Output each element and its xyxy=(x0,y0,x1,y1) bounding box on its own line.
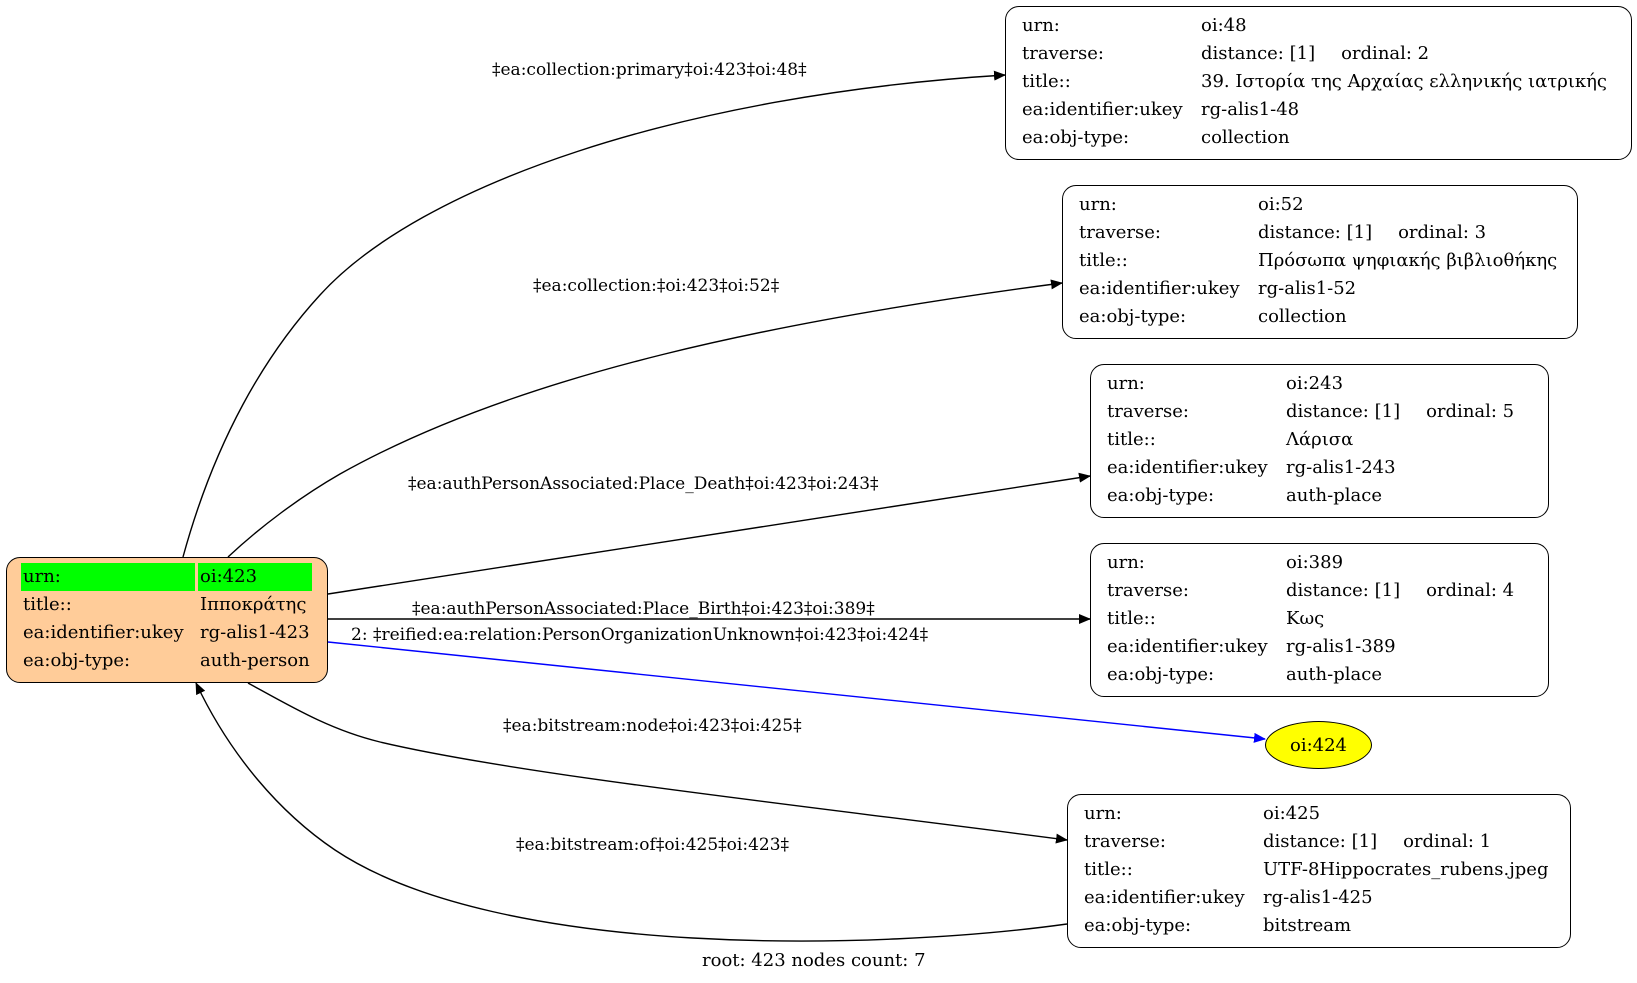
ukey-key: ea:identifier:ukey xyxy=(1084,887,1245,908)
distance-value: distance: [1] xyxy=(1286,401,1401,422)
traverse-key: traverse: xyxy=(1107,580,1189,601)
urn-key: urn: xyxy=(1084,803,1122,824)
root-title-value: Ιπποκράτης xyxy=(200,594,307,615)
ordinal-value: ordinal: 1 xyxy=(1403,831,1492,852)
distance-value: distance: [1] xyxy=(1201,43,1316,64)
type-key: ea:obj-type: xyxy=(1022,127,1130,148)
root-title-key: title:: xyxy=(23,594,72,615)
ordinal-value: ordinal: 5 xyxy=(1426,401,1515,422)
node-oi-425[interactable]: urn: oi:425 traverse: distance: [1] ordinal… xyxy=(1067,794,1571,948)
edge-collection[interactable] xyxy=(227,279,1063,558)
urn-value: oi:389 xyxy=(1286,552,1344,573)
title-key: title:: xyxy=(1084,859,1133,880)
root-type-value: auth-person xyxy=(200,650,310,671)
title-key: title:: xyxy=(1079,250,1128,271)
ordinal-value: ordinal: 3 xyxy=(1398,222,1487,243)
title-value: UTF-8Hippocrates_rubens.jpeg xyxy=(1263,859,1549,880)
ukey-key: ea:identifier:ukey xyxy=(1107,457,1268,478)
urn-key: urn: xyxy=(1079,194,1117,215)
urn-value: oi:52 xyxy=(1258,194,1304,215)
title-key: title:: xyxy=(1022,71,1071,92)
edge-bitstream-of[interactable] xyxy=(195,682,1068,942)
traverse-key: traverse: xyxy=(1022,43,1104,64)
node-oi-48[interactable]: urn: oi:48 traverse: distance: [1] ordinal:… xyxy=(1005,6,1632,160)
root-urn-value: oi:423 xyxy=(198,563,312,591)
root-ukey-row: ea:identifier:ukey rg-alis1-423 xyxy=(21,619,312,647)
type-value: auth-place xyxy=(1286,485,1382,506)
root-urn-row: urn: oi:423 xyxy=(21,563,312,591)
root-urn-key: urn: xyxy=(21,563,195,591)
node-oi-243[interactable]: urn: oi:243 traverse: distance: [1] ordinal… xyxy=(1090,364,1549,518)
title-key: title:: xyxy=(1107,608,1156,629)
type-key: ea:obj-type: xyxy=(1084,915,1192,936)
type-key: ea:obj-type: xyxy=(1107,664,1215,685)
type-key: ea:obj-type: xyxy=(1107,485,1215,506)
node-oi-52[interactable]: urn: oi:52 traverse: distance: [1] ordinal:… xyxy=(1062,185,1578,339)
ukey-key: ea:identifier:ukey xyxy=(1107,636,1268,657)
type-key: ea:obj-type: xyxy=(1079,306,1187,327)
type-value: collection xyxy=(1258,306,1347,327)
urn-value: oi:243 xyxy=(1286,373,1344,394)
node-table: urn: oi:52 traverse: distance: [1] ordinal:… xyxy=(1074,191,1562,331)
ukey-value: rg-alis1-425 xyxy=(1263,887,1373,908)
title-value: Κως xyxy=(1286,608,1325,629)
urn-value: oi:48 xyxy=(1201,15,1247,36)
edge-label-collection: ‡ea:collection:‡oi:423‡oi:52‡ xyxy=(533,276,780,296)
node-oi-424[interactable]: oi:424 xyxy=(1265,721,1372,769)
edge-label-bitstream-of: ‡ea:bitstream:of‡oi:425‡oi:423‡ xyxy=(516,835,790,855)
ordinal-value: ordinal: 4 xyxy=(1426,580,1515,601)
urn-key: urn: xyxy=(1107,373,1145,394)
type-value: bitstream xyxy=(1263,915,1352,936)
edge-bitstream-node[interactable] xyxy=(247,682,1068,844)
node-table: urn: oi:425 traverse: distance: [1] ordinal… xyxy=(1079,800,1553,940)
ukey-value: rg-alis1-243 xyxy=(1286,457,1396,478)
traverse-key: traverse: xyxy=(1079,222,1161,243)
ordinal-value: ordinal: 2 xyxy=(1341,43,1430,64)
edge-label-bitstream-node: ‡ea:bitstream:node‡oi:423‡oi:425‡ xyxy=(503,716,802,736)
root-type-key: ea:obj-type: xyxy=(23,650,131,671)
edge-label-reified-relation: 2: ‡reified:ea:relation:PersonOrganizati… xyxy=(351,625,929,645)
title-value: Πρόσωπα ψηφιακής βιβλιοθήκης xyxy=(1258,250,1558,271)
graph-footer: root: 423 nodes count: 7 xyxy=(702,950,926,971)
title-key: title:: xyxy=(1107,429,1156,450)
root-type-row: ea:obj-type: auth-person xyxy=(21,647,312,675)
traverse-key: traverse: xyxy=(1084,831,1166,852)
edge-reified-relation[interactable] xyxy=(327,641,1266,743)
root-node-table: urn: oi:423 title:: Ιπποκράτης ea:identi… xyxy=(18,563,315,675)
title-value: Λάρισα xyxy=(1286,429,1354,450)
edge-place-death[interactable] xyxy=(327,472,1091,595)
node-table: urn: oi:48 traverse: distance: [1] ordinal:… xyxy=(1017,12,1612,152)
title-value: 39. Ιστορία της Αρχαίας ελληνικής ιατρικ… xyxy=(1201,71,1607,92)
root-title-row: title:: Ιπποκράτης xyxy=(21,591,312,619)
ukey-value: rg-alis1-52 xyxy=(1258,278,1357,299)
distance-value: distance: [1] xyxy=(1263,831,1378,852)
node-oi-389[interactable]: urn: oi:389 traverse: distance: [1] ordinal… xyxy=(1090,543,1549,697)
distance-value: distance: [1] xyxy=(1286,580,1401,601)
ukey-key: ea:identifier:ukey xyxy=(1022,99,1183,120)
urn-key: urn: xyxy=(1107,552,1145,573)
root-ukey-value: rg-alis1-423 xyxy=(200,622,310,643)
edge-label-place-birth: ‡ea:authPersonAssociated:Place_Birth‡oi:… xyxy=(412,599,875,619)
urn-key: urn: xyxy=(1022,15,1060,36)
edge-label-collection-primary: ‡ea:collection:primary‡oi:423‡oi:48‡ xyxy=(492,60,807,80)
distance-value: distance: [1] xyxy=(1258,222,1373,243)
node-table: urn: oi:243 traverse: distance: [1] ordinal… xyxy=(1102,370,1519,510)
ellipse-label: oi:424 xyxy=(1289,734,1347,756)
ukey-value: rg-alis1-389 xyxy=(1286,636,1396,657)
root-ukey-key: ea:identifier:ukey xyxy=(23,622,184,643)
ukey-value: rg-alis1-48 xyxy=(1201,99,1300,120)
ukey-key: ea:identifier:ukey xyxy=(1079,278,1240,299)
type-value: collection xyxy=(1201,127,1290,148)
root-node-oi-423[interactable]: urn: oi:423 title:: Ιπποκράτης ea:identi… xyxy=(6,557,328,683)
edge-label-place-death: ‡ea:authPersonAssociated:Place_Death‡oi:… xyxy=(408,474,879,494)
urn-value: oi:425 xyxy=(1263,803,1321,824)
node-table: urn: oi:389 traverse: distance: [1] ordinal… xyxy=(1102,549,1519,689)
type-value: auth-place xyxy=(1286,664,1382,685)
traverse-key: traverse: xyxy=(1107,401,1189,422)
edge-collection-primary[interactable] xyxy=(182,70,1006,558)
